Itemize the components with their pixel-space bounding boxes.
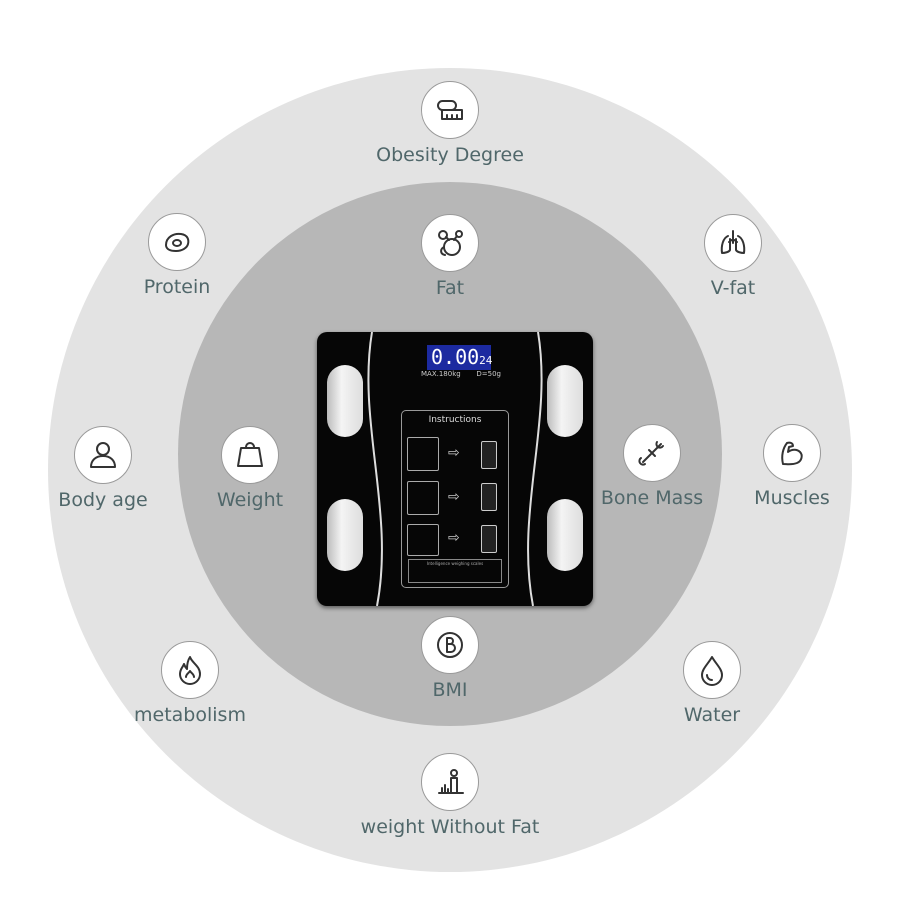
lock-diagram (407, 524, 439, 556)
muscle-arm-icon (763, 424, 821, 482)
spec-table: Intelligence weighing scales (408, 559, 502, 583)
flame-icon (161, 641, 219, 699)
spec-table-title: Intelligence weighing scales (426, 561, 484, 566)
instructions-title: Instructions (428, 415, 482, 425)
scale-curves (367, 332, 543, 606)
electrode-pad (547, 499, 583, 571)
weight-icon (221, 426, 279, 484)
phone-icon (481, 483, 497, 511)
egg-icon (148, 213, 206, 271)
smart-scale: 0.0024 MAX.180kg D=50g Instructions ⇨ ⇨ ⇨… (317, 332, 593, 606)
feature-label: Body age (58, 489, 148, 511)
temperature-reading: 24 (479, 354, 493, 367)
lcd-display: 0.0024 (427, 345, 493, 370)
molecule-icon (421, 214, 479, 272)
water-drop-icon (683, 641, 741, 699)
person-icon (74, 426, 132, 484)
arrow-icon: ⇨ (448, 489, 460, 505)
feature-label: Fat (435, 277, 465, 299)
electrode-pad (327, 365, 363, 437)
division: D=50g (476, 370, 501, 378)
feature-label: Muscles (754, 487, 830, 509)
feature-label: V-fat (710, 277, 756, 299)
feature-label: Bone Mass (600, 487, 704, 509)
phone-icon (481, 525, 497, 553)
feature-label: Obesity Degree (376, 144, 524, 166)
tape-measure-icon (421, 81, 479, 139)
electrode-pad (547, 365, 583, 437)
feature-label: BMI (432, 679, 468, 701)
electrode-pad (327, 499, 363, 571)
feature-label: metabolism (134, 704, 246, 726)
scale-spec: MAX.180kg D=50g (421, 370, 501, 378)
max-capacity: MAX.180kg (421, 370, 461, 378)
arrow-icon: ⇨ (448, 445, 460, 461)
lungs-icon (704, 214, 762, 272)
feature-label: Water (683, 704, 741, 726)
phone-icon (481, 441, 497, 469)
feature-label: Protein (143, 276, 211, 298)
body-chart-icon (421, 753, 479, 811)
feature-label: Weight (216, 489, 284, 511)
bone-icon (623, 424, 681, 482)
feature-label: weight Without Fat (360, 816, 540, 838)
arrow-icon: ⇨ (448, 530, 460, 546)
feet-diagram (407, 481, 439, 515)
weight-reading: 0.00 (431, 345, 480, 369)
bmi-icon (421, 616, 479, 674)
instructions-panel: Instructions ⇨ ⇨ ⇨ Intelligence weighing… (401, 410, 509, 588)
scale-diagram (407, 437, 439, 471)
